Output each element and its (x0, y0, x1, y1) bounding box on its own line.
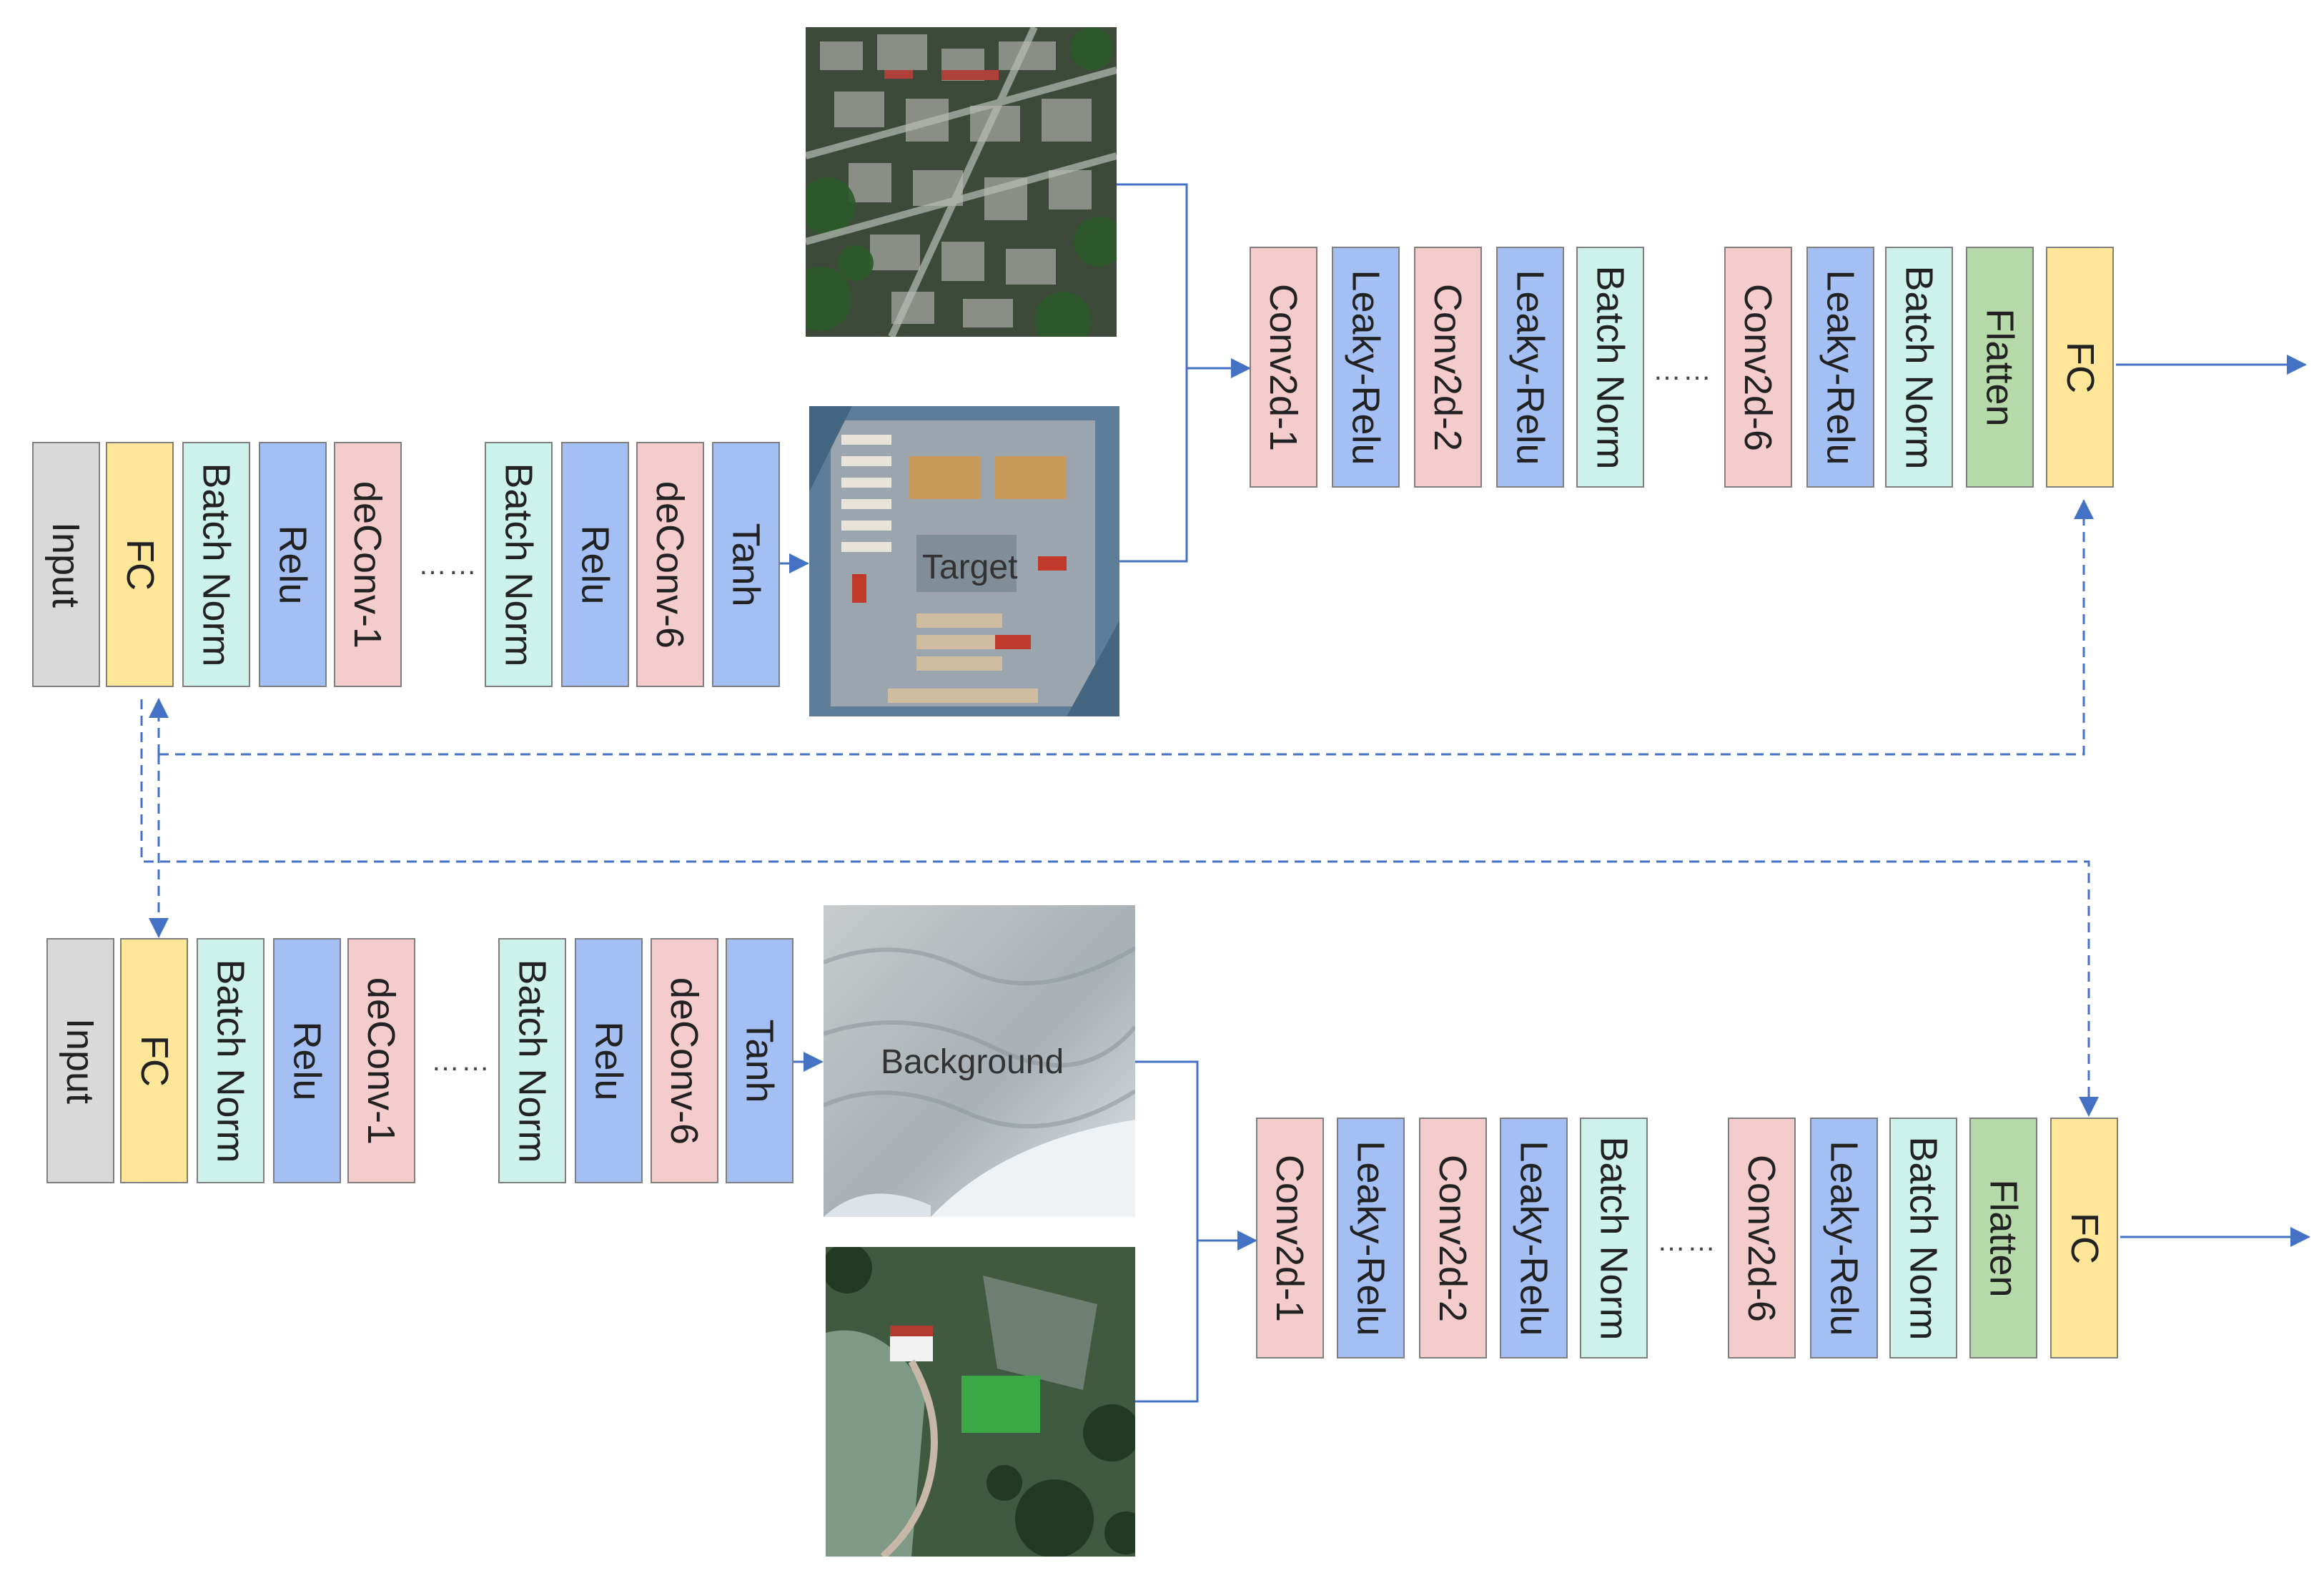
gen-bottom-input: Input (46, 938, 114, 1183)
gen-bottom-fc: FC (120, 938, 188, 1183)
disc-top-leaky-relu-6: Leaky-Relu (1806, 247, 1874, 488)
gen-bottom-relu-1: Relu (273, 938, 341, 1183)
disc-bottom-conv2d-2: Conv2d-2 (1419, 1118, 1487, 1358)
disc-top-conv2d-6: Conv2d-6 (1724, 247, 1792, 488)
arrow-target-to-disc (1119, 368, 1188, 563)
gen-bottom-batch-norm-2: Batch Norm (498, 938, 566, 1183)
gen-top-relu-2: Relu (561, 442, 629, 687)
disc-top-batch-norm-6: Batch Norm (1885, 247, 1953, 488)
gen-top-tanh: Tanh (712, 442, 780, 687)
disc-top-ellipsis: …… (1653, 355, 1713, 386)
gen-bottom-deconv-1: deConv-1 (347, 938, 415, 1183)
dashed-link-to-disc-top-fc (159, 499, 2094, 756)
arrow-real-bottom-to-disc (1135, 1241, 1199, 1403)
disc-bottom-batch-norm-1: Batch Norm (1580, 1118, 1648, 1358)
disc-bottom-leaky-relu-1: Leaky-Relu (1337, 1118, 1405, 1358)
gen-bottom-relu-2: Relu (575, 938, 643, 1183)
real-image-vegetation (826, 1247, 1135, 1557)
disc-top-conv2d-1: Conv2d-1 (1250, 247, 1317, 488)
generated-background-image (824, 905, 1135, 1217)
disc-top-flatten: Flatten (1966, 247, 2034, 488)
gen-bottom-ellipsis: …… (431, 1045, 491, 1077)
disc-bottom-conv2d-6: Conv2d-6 (1728, 1118, 1796, 1358)
disc-bottom-ellipsis: …… (1657, 1226, 1717, 1257)
arrow-background-to-disc (1135, 1060, 1257, 1251)
target-image-label: Target (922, 548, 1018, 586)
disc-bottom-fc: FC (2050, 1118, 2118, 1358)
gen-bottom-batch-norm-1: Batch Norm (197, 938, 264, 1183)
gen-top-relu-1: Relu (259, 442, 327, 687)
disc-bottom-batch-norm-6: Batch Norm (1889, 1118, 1957, 1358)
disc-bottom-conv2d-1: Conv2d-1 (1256, 1118, 1324, 1358)
gen-bottom-tanh: Tanh (726, 938, 793, 1183)
gen-top-input: Input (32, 442, 100, 687)
disc-bottom-leaky-relu-6: Leaky-Relu (1810, 1118, 1878, 1358)
gen-top-batch-norm-2: Batch Norm (485, 442, 553, 687)
background-image-label: Background (881, 1043, 1064, 1081)
disc-bottom-leaky-relu-2: Leaky-Relu (1500, 1118, 1568, 1358)
disc-bottom-flatten: Flatten (1969, 1118, 2037, 1358)
gen-top-fc: FC (106, 442, 174, 687)
disc-top-leaky-relu-2: Leaky-Relu (1496, 247, 1564, 488)
real-image-urban (806, 27, 1117, 337)
arrow-real-image-to-disc (1117, 183, 1251, 378)
disc-top-batch-norm-1: Batch Norm (1576, 247, 1644, 488)
generated-target-image (809, 406, 1119, 716)
disc-top-conv2d-2: Conv2d-2 (1414, 247, 1482, 488)
disc-top-fc: FC (2046, 247, 2114, 488)
gen-top-deconv-1: deConv-1 (334, 442, 402, 687)
gen-top-batch-norm-1: Batch Norm (182, 442, 250, 687)
gen-top-ellipsis: …… (418, 549, 478, 581)
dashed-link-to-disc-bottom-fc (140, 699, 2099, 1117)
disc-top-leaky-relu-1: Leaky-Relu (1332, 247, 1400, 488)
gen-bottom-deconv-6: deConv-6 (651, 938, 718, 1183)
gen-top-deconv-6: deConv-6 (636, 442, 704, 687)
